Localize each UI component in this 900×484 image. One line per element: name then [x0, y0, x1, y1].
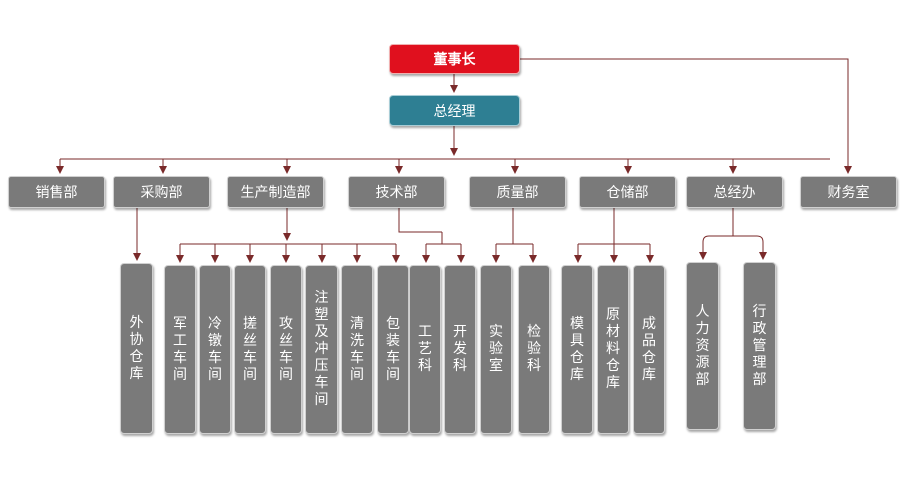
- unit-mold-warehouse: 模 具 仓 库: [561, 265, 593, 434]
- general-manager-label: 总经理: [433, 103, 476, 120]
- dept-production-label: 生产制造部: [240, 185, 311, 201]
- chairman-box: 董事长: [389, 44, 520, 74]
- general-manager-box: 总经理: [389, 95, 520, 126]
- unit-process-section: 工 艺 科: [409, 265, 441, 434]
- dept-purchasing: 采购部: [113, 176, 210, 208]
- dept-gm-office-label: 总经办: [713, 185, 756, 201]
- dept-warehouse-label: 仓储部: [606, 185, 649, 201]
- unit-military-workshop-label: 军 工 车 间: [173, 315, 187, 383]
- unit-process-section-label: 工 艺 科: [418, 324, 432, 374]
- unit-injection-stamping-workshop-label: 注 塑 及 冲 压 车 间: [314, 290, 329, 408]
- unit-thread-rolling-workshop: 搓 丝 车 间: [234, 265, 266, 434]
- dept-quality: 质量部: [469, 176, 566, 208]
- unit-development-section: 开 发 科: [444, 265, 476, 434]
- unit-hr-department: 人 力 资 源 部: [686, 262, 719, 430]
- dept-gm-office: 总经办: [686, 176, 783, 208]
- unit-cold-heading-workshop: 冷 镦 车 间: [199, 265, 231, 434]
- unit-raw-material-warehouse: 原 材 料 仓 库: [597, 265, 629, 434]
- unit-military-workshop: 军 工 车 间: [164, 265, 196, 434]
- unit-outsourcing-warehouse: 外 协 仓 库: [120, 263, 153, 434]
- dept-purchasing-label: 采购部: [140, 185, 183, 201]
- dept-quality-label: 质量部: [496, 185, 539, 201]
- dept-sales-label: 销售部: [35, 185, 78, 201]
- dept-technology-label: 技术部: [375, 185, 418, 201]
- unit-cleaning-workshop: 清 洗 车 间: [341, 265, 373, 434]
- dept-technology: 技术部: [348, 176, 445, 208]
- dept-sales: 销售部: [8, 176, 105, 208]
- unit-injection-stamping-workshop: 注 塑 及 冲 压 车 间: [305, 265, 338, 434]
- unit-admin-department: 行 政 管 理 部: [743, 262, 776, 430]
- dept-production: 生产制造部: [227, 176, 324, 208]
- unit-finished-goods-warehouse-label: 成 品 仓 库: [642, 315, 656, 383]
- dept-finance: 财务室: [800, 176, 897, 208]
- unit-admin-department-label: 行 政 管 理 部: [752, 303, 767, 388]
- unit-development-section-label: 开 发 科: [453, 324, 467, 374]
- unit-packaging-workshop: 包 装 车 间: [377, 265, 409, 434]
- unit-packaging-workshop-label: 包 装 车 间: [386, 315, 400, 383]
- unit-cold-heading-workshop-label: 冷 镦 车 间: [208, 315, 222, 383]
- unit-laboratory: 实 验 室: [480, 265, 512, 434]
- unit-inspection-section: 检 验 科: [518, 265, 550, 434]
- unit-mold-warehouse-label: 模 具 仓 库: [570, 315, 584, 383]
- unit-outsourcing-warehouse-label: 外 协 仓 库: [129, 314, 144, 382]
- unit-hr-department-label: 人 力 资 源 部: [695, 303, 710, 388]
- unit-tapping-workshop-label: 攻 丝 车 间: [279, 315, 293, 383]
- unit-finished-goods-warehouse: 成 品 仓 库: [633, 265, 665, 434]
- unit-thread-rolling-workshop-label: 搓 丝 车 间: [243, 315, 257, 383]
- dept-warehouse: 仓储部: [579, 176, 676, 208]
- unit-raw-material-warehouse-label: 原 材 料 仓 库: [606, 307, 620, 391]
- chairman-label: 董事长: [433, 52, 476, 68]
- unit-cleaning-workshop-label: 清 洗 车 间: [350, 315, 364, 383]
- unit-tapping-workshop: 攻 丝 车 间: [270, 265, 302, 434]
- dept-finance-label: 财务室: [827, 185, 870, 201]
- unit-laboratory-label: 实 验 室: [489, 324, 503, 374]
- unit-inspection-section-label: 检 验 科: [527, 324, 541, 374]
